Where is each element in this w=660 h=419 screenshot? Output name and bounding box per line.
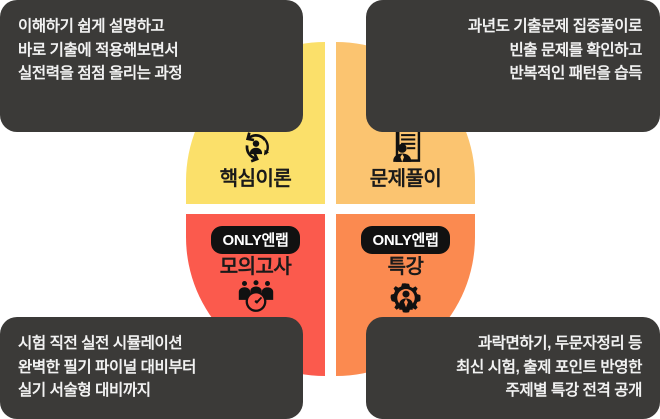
three-people-with-stopwatch-icon <box>235 280 277 312</box>
person-with-document-icon <box>390 127 422 163</box>
quadrant-special-lecture-label: 특강 <box>387 256 424 278</box>
quadrant-mock-exam-badge: ONLY엔랩 <box>211 226 300 254</box>
quadrant-mock-exam-label: 모의고사 <box>219 256 292 278</box>
quadrant-special-lecture-content: ONLY엔랩 특강 <box>336 226 475 314</box>
person-in-gear-icon <box>389 280 423 314</box>
description-box-special-lecture: 과락면하기, 두문자정리 등 최신 시험, 출제 포인트 반영한 주제별 특강 … <box>366 317 660 419</box>
description-box-mock-exam: 시험 직전 실전 시뮬레이션 완벽한 필기 파이널 대비부터 실기 서술형 대비… <box>0 317 303 419</box>
quadrant-mock-exam-content: ONLY엔랩 모의고사 <box>186 226 325 312</box>
quadrant-special-lecture-badge: ONLY엔랩 <box>361 226 450 254</box>
quadrant-core-theory-label: 핵심이론 <box>219 168 292 190</box>
person-in-refresh-cycle-icon <box>239 129 273 163</box>
quadrant-problem-solving-content: 문제풀이 <box>336 127 475 190</box>
description-box-core-theory: 이해하기 쉽게 설명하고 바로 기출에 적용해보면서 실전력을 점점 올리는 과… <box>0 0 303 132</box>
quadrant-core-theory-content: 핵심이론 <box>186 129 325 190</box>
description-box-problem-solving: 과년도 기출문제 집중풀이로 빈출 문제를 확인하고 반복적인 패턴을 습득 <box>366 0 660 132</box>
quadrant-problem-solving-label: 문제풀이 <box>369 168 442 190</box>
